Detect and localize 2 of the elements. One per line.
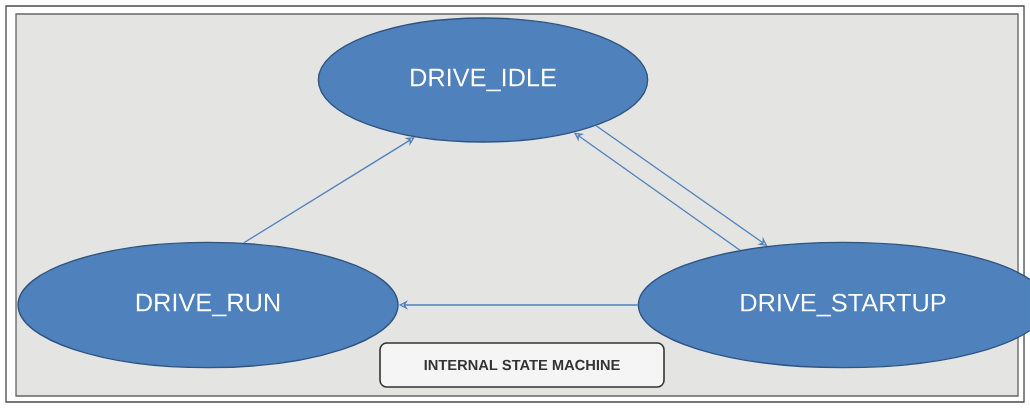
title-box: INTERNAL STATE MACHINE <box>379 342 665 388</box>
arrow <box>243 137 415 244</box>
